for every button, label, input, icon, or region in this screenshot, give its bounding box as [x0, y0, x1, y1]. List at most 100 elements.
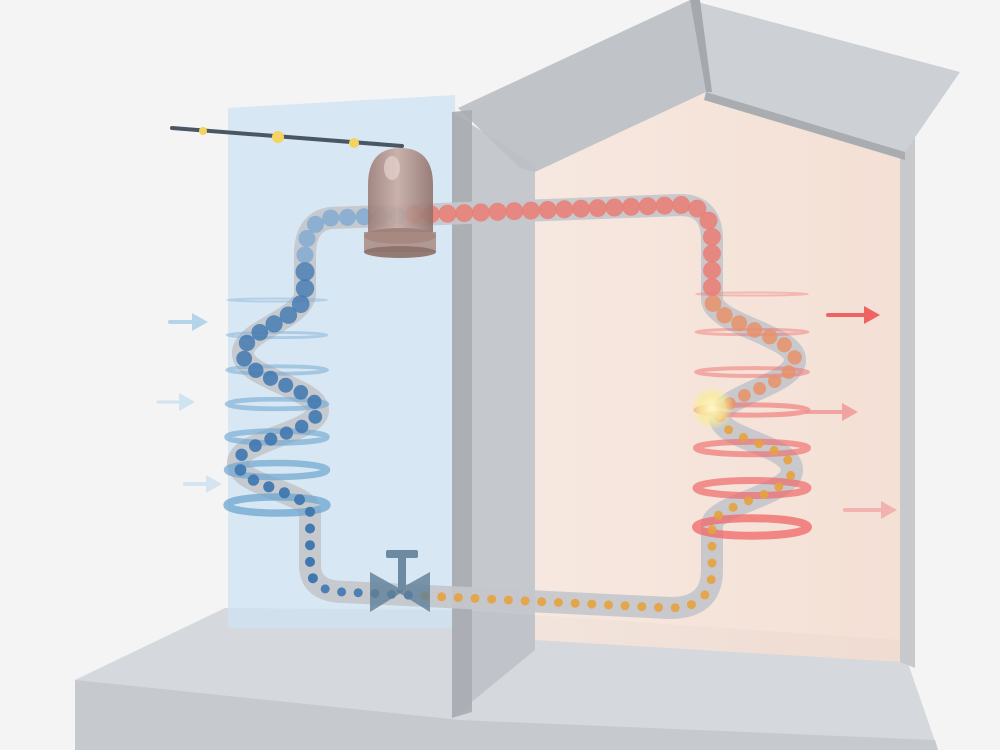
refrigerant-particle	[305, 556, 315, 567]
air-in-arrow-icon	[156, 393, 195, 411]
condenser-fin	[692, 477, 812, 499]
power-line-icon	[170, 126, 404, 148]
refrigerant-particle	[308, 410, 323, 424]
refrigerant-particle	[769, 446, 779, 455]
refrigerant-particle	[235, 448, 248, 461]
evaporator-fin	[223, 459, 331, 481]
refrigerant-particle	[251, 324, 269, 341]
refrigerant-particle	[688, 199, 707, 218]
air-in-arrow-icon	[168, 313, 208, 331]
refrigerant-particle	[707, 558, 717, 568]
particles-layer	[234, 196, 802, 613]
refrigerant-particle	[537, 597, 547, 607]
refrigerant-particle	[305, 540, 315, 551]
refrigerant-particle	[488, 202, 507, 221]
refrigerant-particle	[262, 370, 279, 386]
refrigerant-particle	[305, 523, 315, 534]
refrigerant-particle	[703, 278, 721, 296]
floor-edge	[75, 680, 938, 750]
refrigerant-particle	[774, 482, 784, 492]
refrigerant-particle	[699, 211, 718, 230]
refrigerant-particle	[654, 602, 663, 612]
refrigerant-particle	[781, 365, 796, 379]
refrigerant-particle	[762, 329, 778, 345]
refrigerant-particle	[437, 592, 447, 602]
refrigerant-particle	[738, 432, 748, 442]
refrigerant-particle	[304, 506, 316, 517]
glow-icon	[690, 386, 734, 430]
refrigerant-particle	[295, 279, 315, 298]
refrigerant-particle	[672, 196, 691, 214]
evaporator-fin	[223, 493, 331, 517]
refrigerant-particle	[637, 602, 647, 612]
air-arrows-layer	[156, 306, 897, 519]
refrigerant-particle	[455, 204, 474, 223]
refrigerant-particle	[247, 474, 260, 486]
refrigerant-particle	[279, 426, 293, 440]
evaporator-fin	[225, 330, 329, 340]
refrigerant-particle	[265, 315, 283, 333]
refrigerant-particle	[753, 382, 767, 395]
refrigerant-particle	[294, 494, 305, 506]
refrigerant-particle	[520, 596, 530, 606]
refrigerant-particle	[296, 246, 314, 264]
refrigerant-particle	[703, 244, 721, 263]
refrigerant-particle	[295, 419, 309, 434]
refrigerant-particle	[687, 600, 696, 610]
refrigerant-particle	[731, 315, 748, 332]
roof-left	[458, 0, 706, 172]
refrigerant-particle	[746, 322, 763, 338]
refrigerant-particle	[570, 598, 580, 608]
refrigerant-particle	[768, 374, 782, 388]
center-wall-side	[452, 110, 472, 718]
compressor-icon	[364, 148, 436, 258]
refrigerant-particle	[487, 594, 497, 604]
refrigerant-particle	[588, 199, 607, 218]
refrigerant-particle	[471, 203, 490, 222]
center-wall-front	[452, 112, 535, 718]
refrigerant-particle	[338, 208, 356, 226]
refrigerant-particle	[786, 470, 796, 480]
refrigerant-particle	[707, 525, 717, 535]
refrigerant-particle	[307, 215, 324, 233]
refrigerant-particle	[605, 198, 624, 217]
refrigerant-particle	[278, 487, 290, 499]
roof-right	[690, 0, 960, 152]
refrigerant-particle	[728, 502, 738, 512]
refrigerant-particle	[503, 595, 513, 605]
refrigerant-particle	[716, 307, 733, 324]
refrigerant-particle	[307, 573, 318, 584]
refrigerant-particle	[744, 496, 753, 506]
refrigerant-particle	[322, 209, 340, 227]
refrigerant-particle	[754, 439, 764, 449]
refrigerant-particle	[553, 598, 563, 607]
refrigerant-particle	[238, 334, 256, 352]
refrigerant-particle	[353, 588, 363, 598]
refrigerant-particle	[538, 201, 557, 219]
refrigerant-particle	[453, 593, 463, 603]
refrigerant-particle	[783, 455, 793, 465]
indoor-panel	[535, 40, 900, 662]
refrigerant-particle	[714, 510, 723, 520]
air-out-arrow-icon	[843, 501, 897, 519]
refrigerant-particle	[278, 377, 294, 393]
roof-right-edge	[704, 92, 905, 160]
refrigerant-particle	[295, 262, 315, 282]
refrigerant-particle	[655, 196, 674, 215]
refrigerant-particle	[293, 385, 309, 400]
refrigerant-particle	[263, 481, 275, 493]
refrigerant-particle	[704, 295, 722, 312]
refrigerant-particle	[572, 199, 590, 218]
air-out-arrow-icon	[804, 403, 858, 421]
refrigerant-particle	[670, 603, 680, 613]
condenser-fin	[692, 514, 812, 540]
refrigerant-particle	[707, 541, 717, 551]
refrigerant-particle	[337, 587, 347, 597]
refrigerant-particle	[759, 489, 769, 499]
indoor-right-wall-edge	[900, 110, 915, 668]
refrigerant-particle	[604, 600, 613, 610]
refrigerant-particle	[307, 394, 322, 409]
refrigerant-particle	[620, 601, 630, 611]
refrigerant-particle	[522, 201, 540, 220]
